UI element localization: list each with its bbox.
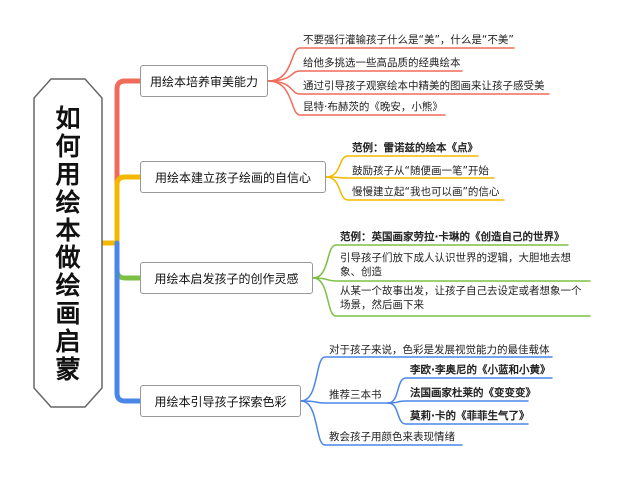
root-char: 本 [55, 215, 81, 245]
connector-line [114, 240, 143, 281]
branch-inspiration[interactable]: 用绘本启发孩子的创作灵感 [140, 262, 313, 294]
connector-line [114, 78, 143, 246]
leaf-node[interactable]: 鼓励孩子从“随便画一笔”开始 [352, 165, 489, 177]
leaf-node[interactable]: 不要强行灌输孩子什么是“美”，什么是“不美” [303, 34, 514, 46]
connector-line [312, 277, 591, 317]
branch-label: 用绘本启发孩子的创作灵感 [154, 271, 299, 286]
leaf-node[interactable]: 范例：英国画家劳拉·卡琳的《创造自己的世界》 [340, 231, 565, 243]
branch-confidence[interactable]: 用绘本建立孩子绘画的自信心 [140, 161, 326, 193]
leaf-node[interactable]: 通过引导孩子观察绘本中精美的图画来让孩子感受美 [303, 80, 545, 92]
root-char: 何 [55, 131, 81, 161]
root-node[interactable]: 如 何 用 绘 本 做 绘 画 启 蒙 [33, 78, 103, 408]
leaf-node[interactable]: 昆特·布赫茨的《晚安，小熊》 [303, 101, 443, 113]
root-char: 画 [55, 299, 81, 329]
branch-label: 用绘本引导孩子探索色彩 [154, 394, 287, 409]
leaf-node[interactable]: 从某一个故事出发，让孩子自己去设定或者想象一个场景，然后画下来 [340, 285, 582, 312]
leaf-node[interactable]: 慢慢建立起“我也可以画”的信心 [352, 186, 500, 198]
connector-line [325, 176, 505, 201]
book-node[interactable]: 法国画家杜莱的《变变变》 [410, 387, 536, 399]
connector-line [312, 277, 591, 282]
leaf-node[interactable]: 范例：雷诺兹的绘本《点》 [352, 142, 478, 154]
connector-line [387, 402, 529, 425]
book-node[interactable]: 李欧·李奥尼的《小蓝和小黄》 [410, 364, 551, 376]
root-title: 如 何 用 绘 本 做 绘 画 启 蒙 [33, 106, 103, 382]
leaf-node[interactable]: 推荐三本书 [329, 389, 382, 401]
root-char: 用 [55, 159, 81, 189]
root-char: 蒙 [55, 354, 81, 384]
leaf-node[interactable]: 教会孩子用颜色来表现情绪 [329, 431, 455, 443]
root-char: 做 [55, 243, 81, 273]
branch-aesthetic[interactable]: 用绘本培养审美能力 [140, 65, 268, 97]
root-char: 绘 [55, 187, 81, 217]
connector-line [114, 174, 143, 246]
root-char: 启 [55, 327, 81, 356]
connector-line [267, 47, 515, 82]
branch-label: 用绘本培养审美能力 [149, 74, 258, 89]
leaf-node[interactable]: 对于孩子来说，色彩是发展视觉能力的最佳载体 [329, 344, 550, 356]
branch-color[interactable]: 用绘本引导孩子探索色彩 [140, 385, 301, 417]
root-char: 绘 [55, 271, 81, 301]
connector-line [325, 155, 479, 178]
branch-label: 用绘本建立孩子绘画的自信心 [154, 170, 311, 185]
connector-line [300, 400, 389, 404]
connector-line [312, 244, 569, 279]
book-node[interactable]: 莫莉·卡的《菲菲生气了》 [410, 410, 530, 422]
connector-line [267, 80, 446, 116]
connector-line [387, 377, 553, 404]
connector-line [300, 400, 463, 446]
connector-line [300, 356, 553, 402]
leaf-node[interactable]: 引导孩子们放下成人认识世界的逻辑，大胆地去想象、创造 [340, 252, 571, 279]
root-char: 如 [55, 104, 81, 133]
connector-line [387, 400, 529, 404]
connector-line [114, 240, 143, 404]
leaf-node[interactable]: 给他多挑选一些高品质的经典绘本 [303, 57, 461, 69]
